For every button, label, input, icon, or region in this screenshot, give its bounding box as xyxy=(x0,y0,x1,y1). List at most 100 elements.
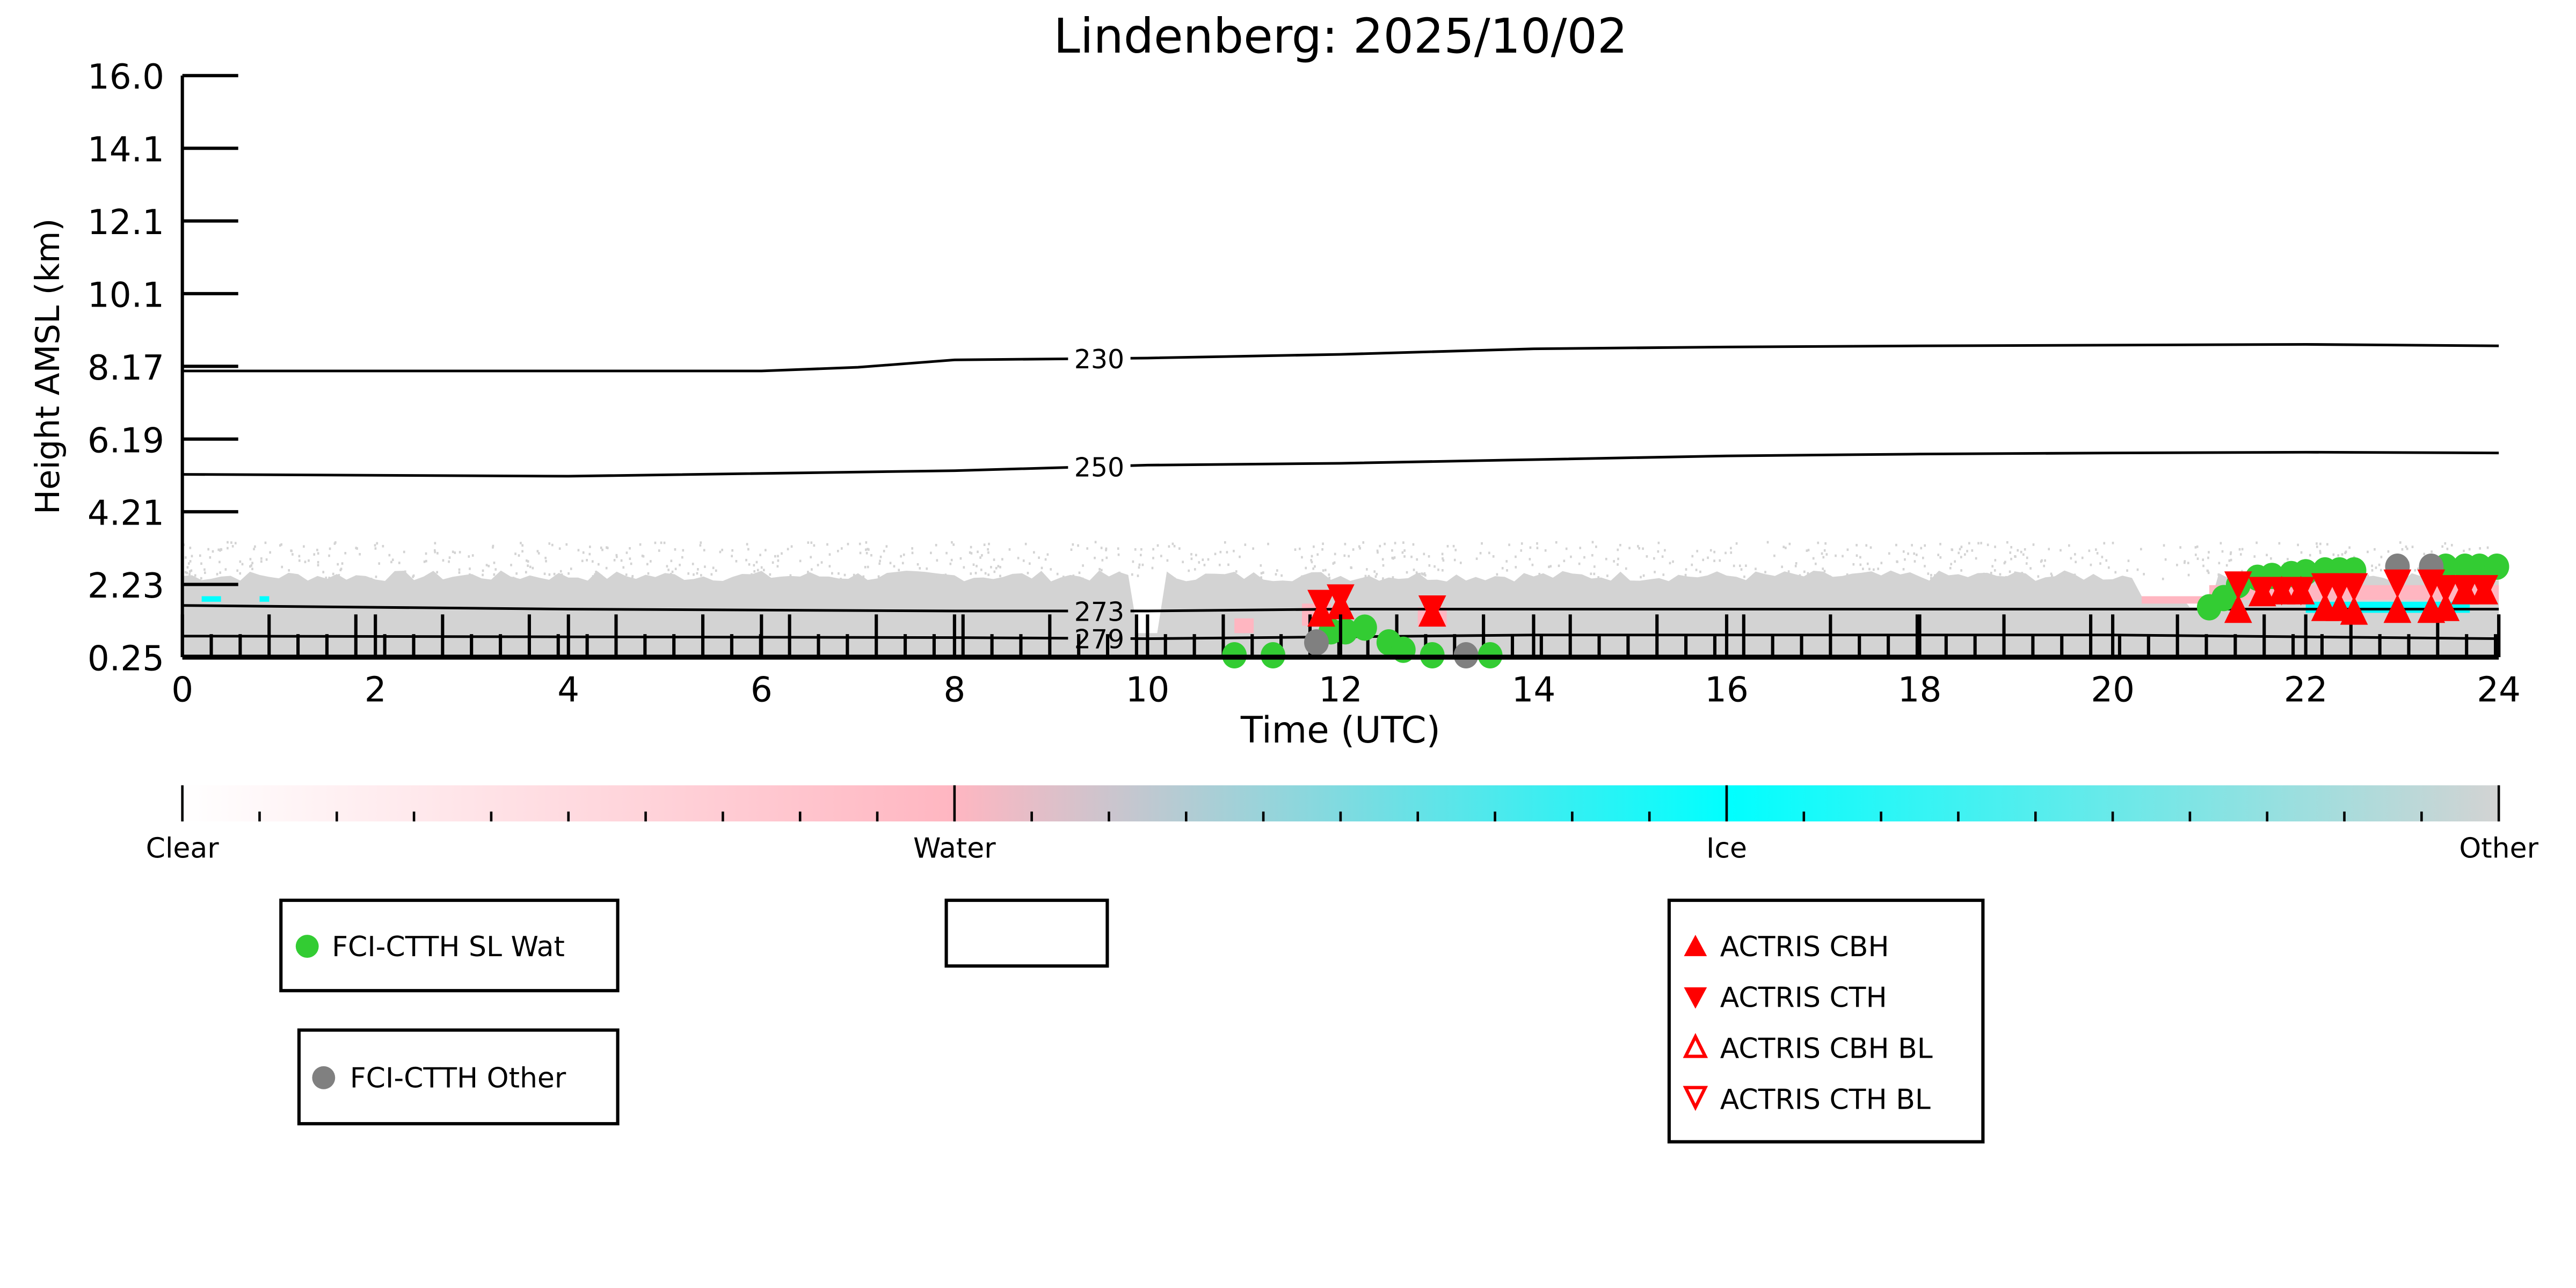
cloud-mask-speck xyxy=(929,551,932,555)
cloud-mask-ice xyxy=(201,596,221,602)
cloud-mask-speck xyxy=(2230,551,2232,554)
cloud-mask-speck xyxy=(666,565,668,567)
cloud-mask-speck xyxy=(1855,573,1858,576)
cloud-mask-speck xyxy=(2194,554,2197,556)
cloud-mask-speck xyxy=(1328,577,1331,579)
cloud-mask-speck xyxy=(1024,542,1027,545)
cloud-mask-speck xyxy=(514,552,516,555)
marker-actris-cbh xyxy=(2340,596,2368,625)
cloud-mask-speck xyxy=(1617,563,1619,566)
cloud-mask-speck xyxy=(1691,555,1694,558)
cloud-mask-speck xyxy=(595,570,597,573)
cloud-mask-speck xyxy=(1348,555,1350,558)
cloud-mask-speck xyxy=(1824,542,1827,545)
cloud-mask-speck xyxy=(469,567,471,570)
cloud-mask-speck xyxy=(1134,548,1137,551)
cloud-mask-speck xyxy=(398,562,401,564)
cloud-mask-speck xyxy=(945,551,948,555)
cloud-mask-speck xyxy=(1301,556,1303,559)
cloud-mask-speck xyxy=(746,543,748,545)
cloud-mask-speck xyxy=(1565,547,1568,550)
cloud-mask-speck xyxy=(650,560,652,563)
cloud-mask-speck xyxy=(1072,574,1075,577)
contour-line-273 xyxy=(182,604,2499,613)
cloud-mask-speck xyxy=(2020,550,2022,554)
cloud-mask-speck xyxy=(435,577,438,579)
cloud-mask-speck xyxy=(1260,576,1262,579)
cloud-mask-speck xyxy=(515,572,518,575)
contour-label: 273 xyxy=(1074,596,1124,627)
cloud-mask-speck xyxy=(606,546,608,549)
cloud-mask-speck xyxy=(1866,562,1869,565)
cloud-mask-speck xyxy=(840,547,843,550)
cloud-mask-speck xyxy=(781,552,783,555)
cloud-mask-speck xyxy=(1382,577,1384,580)
cloud-mask-speck xyxy=(1416,558,1418,561)
cloud-mask-speck xyxy=(186,571,188,574)
contour-label-bg xyxy=(1068,344,1131,374)
cloud-mask-speck xyxy=(217,548,220,551)
cloud-mask-speck xyxy=(423,560,426,563)
cloud-mask-speck xyxy=(981,554,983,557)
marker-actris-cth xyxy=(2248,577,2276,606)
cloud-mask-speck xyxy=(974,572,977,574)
cloud-mask-speck xyxy=(2096,552,2099,555)
cloud-mask-speck xyxy=(1786,574,1789,577)
cloud-mask-speck xyxy=(867,565,869,569)
cloud-mask-speck xyxy=(1625,567,1627,570)
cloud-mask-speck xyxy=(425,559,427,563)
cloud-mask-speck xyxy=(1376,573,1378,576)
x-tick-label: 4 xyxy=(557,670,579,710)
cloud-mask-speck xyxy=(2326,543,2328,546)
cloud-mask-speck xyxy=(2367,574,2369,577)
x-tick-label: 14 xyxy=(1512,670,1556,710)
cloud-mask-speck xyxy=(2004,561,2006,564)
cloud-mask-speck xyxy=(859,551,862,555)
cloud-mask-speck xyxy=(521,544,523,547)
cloud-mask-speck xyxy=(1182,561,1184,564)
cloud-mask-speck xyxy=(1719,559,1721,562)
cloud-mask-speck xyxy=(926,567,928,570)
cloud-mask-speck xyxy=(1160,555,1162,557)
cloud-mask-speck xyxy=(292,553,294,556)
cloud-mask-speck xyxy=(2164,558,2167,561)
cloud-mask-speck xyxy=(1276,569,1278,572)
cloud-mask-speck xyxy=(2401,548,2404,551)
cloud-mask-speck xyxy=(2075,561,2077,564)
cloud-mask-speck xyxy=(735,577,738,580)
cloud-mask-speck xyxy=(2059,576,2062,578)
cloud-mask-speck xyxy=(1593,572,1596,576)
cloud-mask-speck xyxy=(913,573,915,576)
cloud-mask-speck xyxy=(970,552,973,555)
cloud-mask-speck xyxy=(469,573,471,576)
cloud-mask-speck xyxy=(1568,573,1570,577)
cloud-mask-speck xyxy=(600,547,602,549)
cloud-mask-speck xyxy=(1433,565,1436,568)
cloud-mask-speck xyxy=(1515,566,1517,569)
cloud-mask-speck xyxy=(1617,557,1619,561)
cloud-mask-speck xyxy=(741,576,743,579)
cloud-mask-speck xyxy=(356,547,358,550)
cloud-mask-speck xyxy=(359,552,361,556)
cloud-mask-speck xyxy=(403,550,405,554)
cloud-mask-speck xyxy=(316,549,318,551)
y-tick-label: 0.25 xyxy=(88,638,164,679)
cloud-mask-speck xyxy=(1382,564,1385,567)
colorbar-label-water: Water xyxy=(913,832,996,864)
x-tick-label: 2 xyxy=(365,670,387,710)
cloud-mask-speck xyxy=(1364,574,1367,578)
cloud-mask-speck xyxy=(448,556,451,559)
cloud-mask-speck xyxy=(1137,574,1139,577)
cloud-mask-speck xyxy=(1138,563,1141,566)
cloud-mask-speck xyxy=(1859,563,1862,566)
cloud-mask-speck xyxy=(1156,544,1159,547)
cloud-mask-speck xyxy=(1549,565,1552,567)
cloud-mask-speck xyxy=(1699,570,1701,573)
x-tick-label: 0 xyxy=(171,670,193,710)
cloud-mask-speck xyxy=(2341,553,2344,556)
cloud-mask-speck xyxy=(1672,560,1674,563)
cloud-mask-speck xyxy=(1101,559,1104,562)
cloud-mask-speck xyxy=(404,570,406,573)
cloud-mask-speck xyxy=(1171,542,1174,545)
cloud-mask-speck xyxy=(2255,541,2258,544)
